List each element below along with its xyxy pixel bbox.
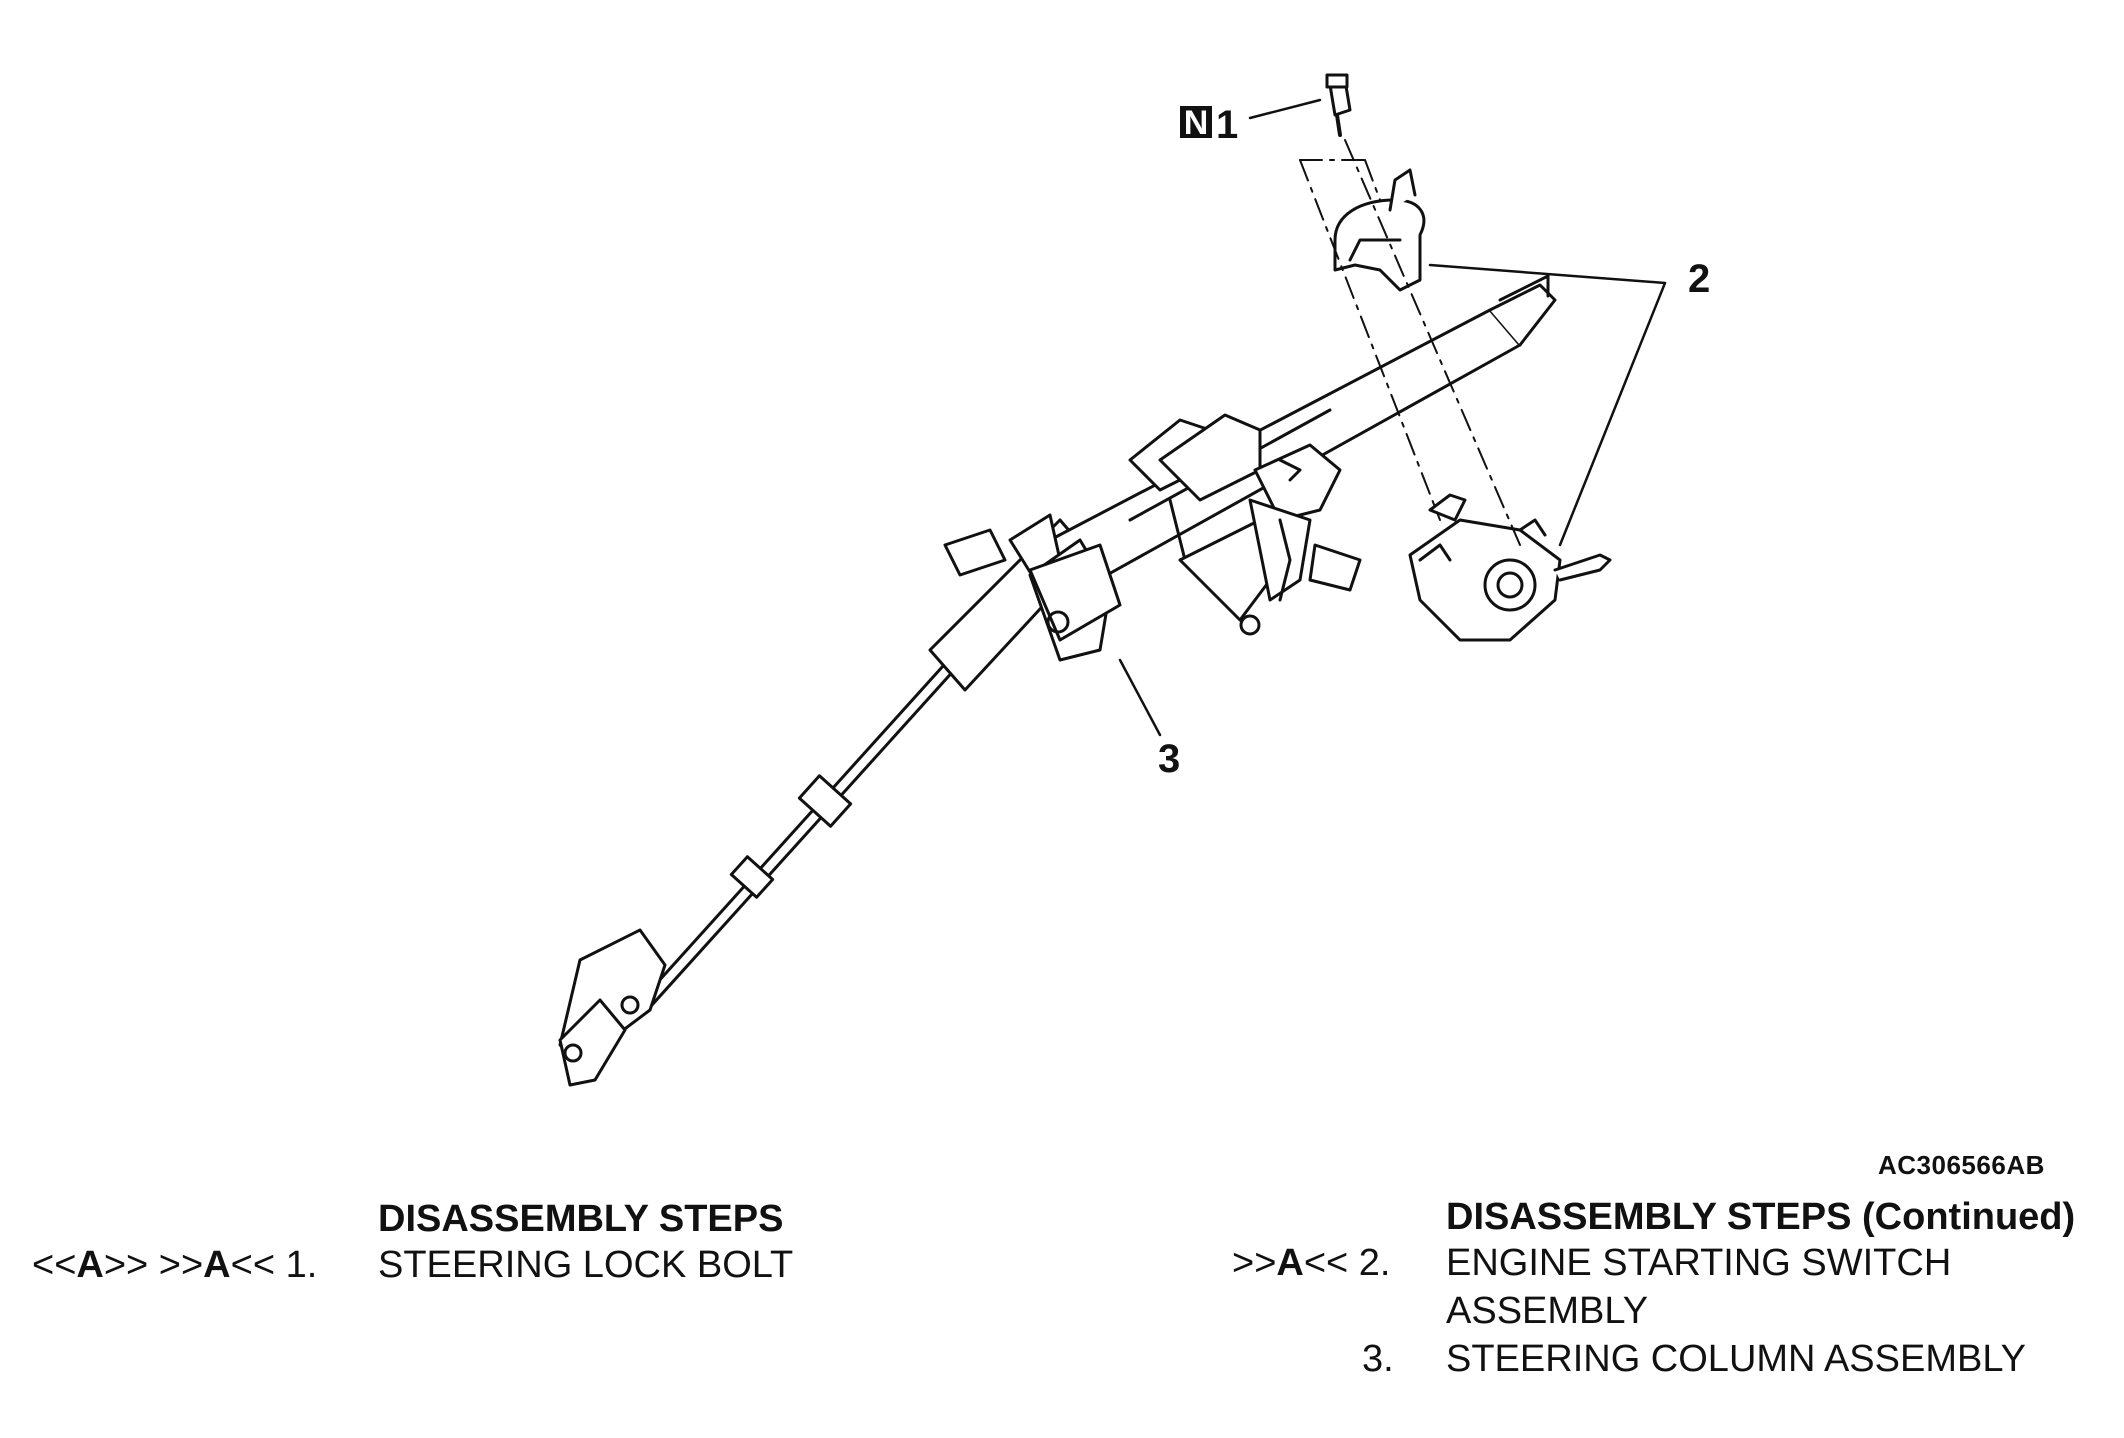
callout-1-label: 1 — [1216, 103, 1238, 147]
callout-1: N 1 — [1180, 103, 1238, 147]
callout-3-label: 3 — [1158, 737, 1180, 781]
step-1-text: STEERING LOCK BOLT — [378, 1244, 794, 1286]
step-1-code: <<A>> >>A<< 1. — [32, 1244, 318, 1286]
step-1: <<A>> >>A<< 1. STEERING LOCK BOLT — [0, 1241, 1000, 1289]
assembly-dash-lines — [1299, 139, 1521, 546]
step-3: 3. STEERING COLUMN ASSEMBLY — [1200, 1335, 2124, 1383]
disassembly-steps-left: DISASSEMBLY STEPS <<A>> >>A<< 1. STEERIN… — [0, 1195, 1000, 1315]
steering-lock-bolt — [1325, 73, 1352, 137]
steps-title-left: DISASSEMBLY STEPS — [378, 1198, 784, 1240]
step-2-text-line2: ASSEMBLY — [1446, 1290, 1649, 1332]
disassembly-steps-right: DISASSEMBLY STEPS (Continued) >>A<< 2. E… — [1200, 1193, 2124, 1393]
steps-title-right: DISASSEMBLY STEPS (Continued) — [1446, 1196, 2076, 1238]
step-2-code: >>A<< 2. — [1232, 1242, 1391, 1284]
steering-column-assembly — [558, 274, 1557, 1087]
engine-starting-switch-assembly-lower — [1408, 493, 1612, 642]
step-2: >>A<< 2. ENGINE STARTING SWITCH ASSEMBLY — [1200, 1239, 2124, 1335]
leader-lines — [1118, 98, 1667, 737]
engine-starting-switch-assembly-upper — [1333, 168, 1426, 292]
step-3-text: STEERING COLUMN ASSEMBLY — [1446, 1338, 2026, 1380]
n-badge-letter: N — [1184, 104, 1209, 142]
callout-2-label: 2 — [1688, 257, 1710, 301]
figure-code: AC306566AB — [1878, 1150, 2045, 1180]
step-2-text-line1: ENGINE STARTING SWITCH — [1446, 1242, 1952, 1284]
n-badge — [1180, 106, 1212, 138]
step-3-code: 3. — [1362, 1338, 1394, 1380]
